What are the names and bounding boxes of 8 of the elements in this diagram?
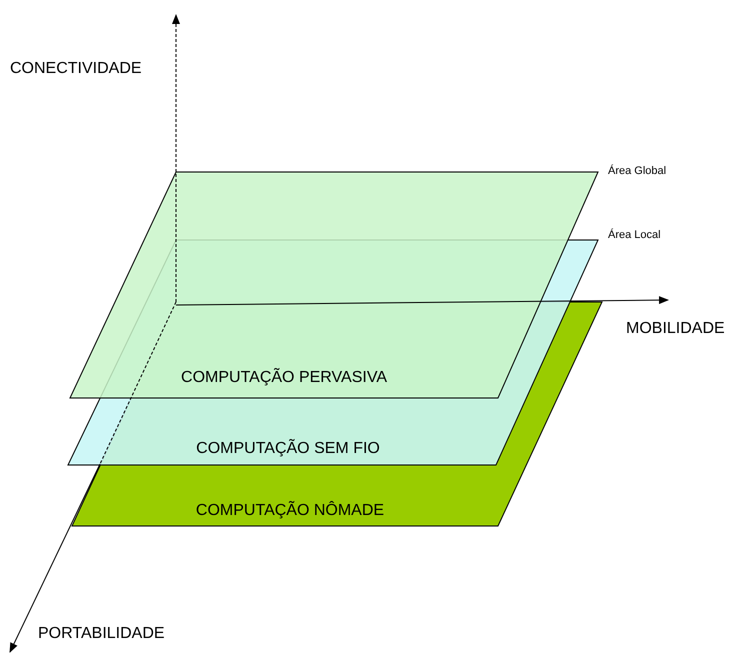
area-caption: Área Local xyxy=(608,229,661,241)
axis-label: PORTABILIDADE xyxy=(38,625,165,643)
plane-title: COMPUTAÇÃO PERVASIVA xyxy=(181,369,387,387)
plane-title: COMPUTAÇÃO SEM FIO xyxy=(196,440,380,458)
axis-label: CONECTIVIDADE xyxy=(10,60,142,78)
area-caption: Área Global xyxy=(608,165,666,177)
axis-label: MOBILIDADE xyxy=(626,320,725,338)
plane-title: COMPUTAÇÃO NÔMADE xyxy=(196,502,384,520)
